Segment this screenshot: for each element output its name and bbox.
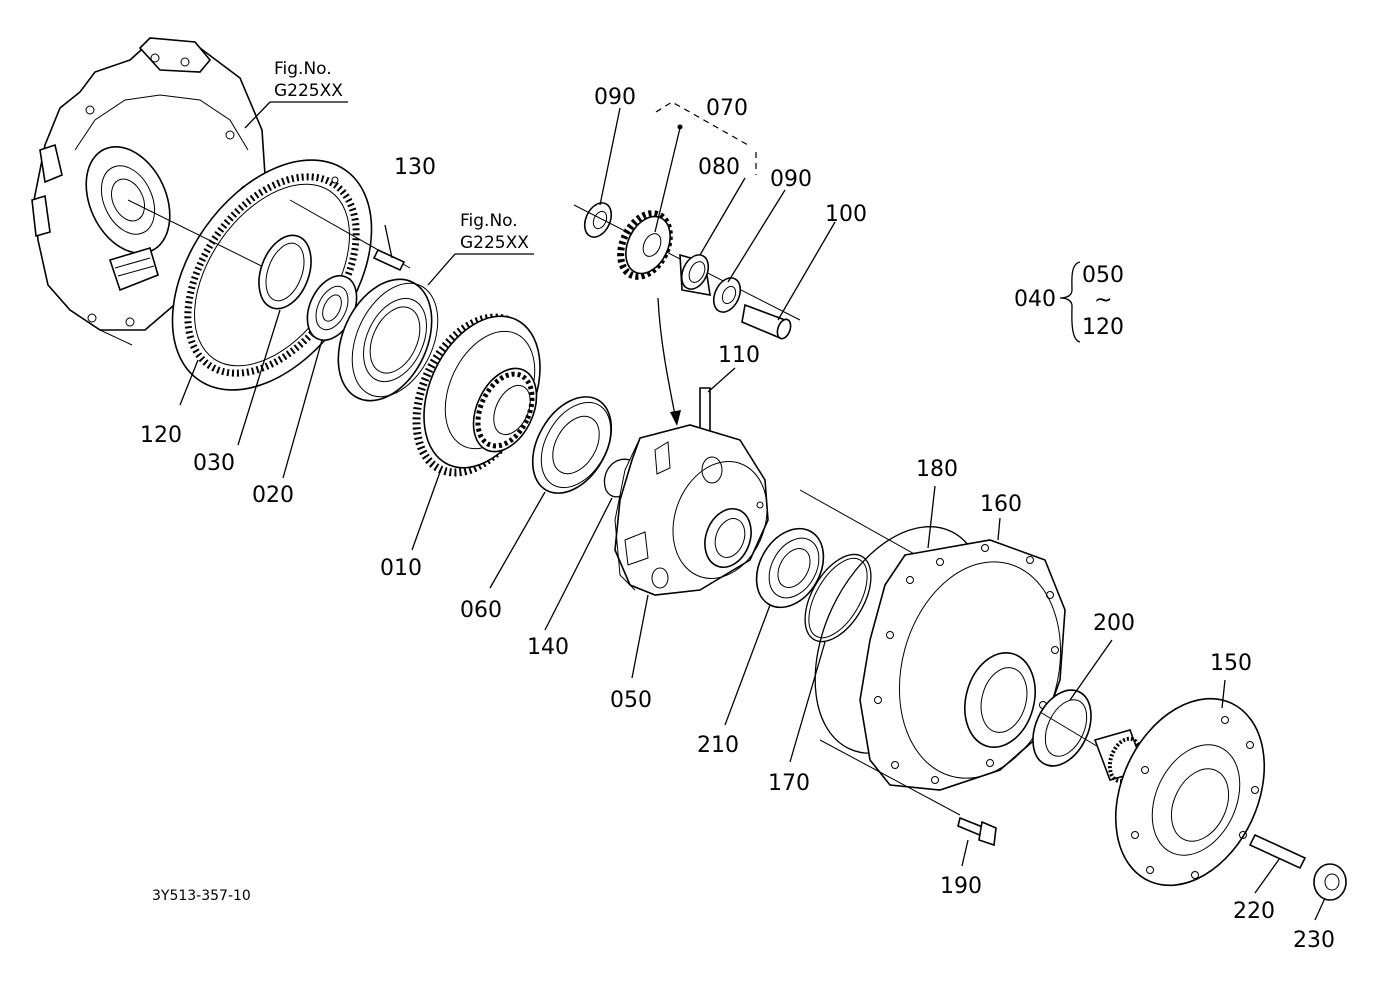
output-flange-150 (1093, 697, 1266, 887)
label-190: 190 (940, 874, 982, 899)
figure-reference-2: Fig.No. G225XX (427, 211, 534, 286)
label-030: 030 (193, 451, 235, 476)
label-160: 160 (980, 492, 1022, 517)
group-040: 040 050 ~ 120 (1014, 261, 1124, 343)
stud-bolt-220 (1248, 833, 1307, 870)
drawing-code: 3Y513-357-10 (152, 888, 251, 904)
group-tilde: ~ (1094, 288, 1112, 313)
figure-ref-line1: Fig.No. (460, 211, 518, 231)
label-130: 130 (394, 155, 436, 180)
figure-ref-line1: Fig.No. (274, 59, 332, 79)
bolt-190 (957, 816, 997, 847)
label-210: 210 (697, 733, 739, 758)
label-040: 040 (1014, 287, 1056, 312)
pin-110 (699, 387, 711, 433)
carrier-050 (614, 424, 769, 596)
group-from-label: 050 (1082, 263, 1124, 288)
thrust-washer-030 (258, 234, 312, 310)
label-060: 060 (460, 598, 502, 623)
gear-010 (412, 313, 541, 477)
needle-bearing-080 (679, 253, 711, 296)
label-070: 070 (706, 96, 748, 121)
label-080: 080 (698, 155, 740, 180)
large-bearing (337, 278, 439, 402)
label-050: 050 (610, 688, 652, 713)
label-200: 200 (1093, 611, 1135, 636)
label-230: 230 (1293, 928, 1335, 953)
washer-090-right (712, 277, 742, 313)
figure-ref-line2: G225XX (460, 233, 529, 253)
shaft-100 (741, 303, 792, 340)
o-ring-170 (804, 553, 872, 643)
part-labels: 120 030 020 010 130 060 140 050 090 070 … (140, 85, 1335, 953)
label-110: 110 (718, 343, 760, 368)
nut-230 (1313, 863, 1347, 901)
label-140: 140 (527, 635, 569, 660)
pin-130 (372, 248, 406, 272)
washer-090-left (583, 202, 613, 238)
figure-reference-1: Fig.No. G225XX (244, 59, 348, 129)
label-090-left: 090 (594, 85, 636, 110)
group-bracket-070 (654, 101, 757, 233)
label-180: 180 (916, 457, 958, 482)
label-120: 120 (140, 423, 182, 448)
label-020: 020 (252, 483, 294, 508)
label-220: 220 (1233, 899, 1275, 924)
label-010: 010 (380, 556, 422, 581)
assembly-arrow (657, 297, 681, 426)
label-170: 170 (768, 771, 810, 796)
group-to-label: 120 (1082, 315, 1124, 340)
figure-ref-line2: G225XX (274, 81, 343, 101)
cover-160 (814, 526, 1066, 791)
leader-lines (179, 107, 1326, 921)
bearing-210 (755, 527, 825, 609)
label-090-right: 090 (770, 167, 812, 192)
planet-gear-070 (617, 210, 673, 280)
label-150: 150 (1210, 651, 1252, 676)
label-100: 100 (825, 202, 867, 227)
bearing-060 (531, 396, 613, 494)
